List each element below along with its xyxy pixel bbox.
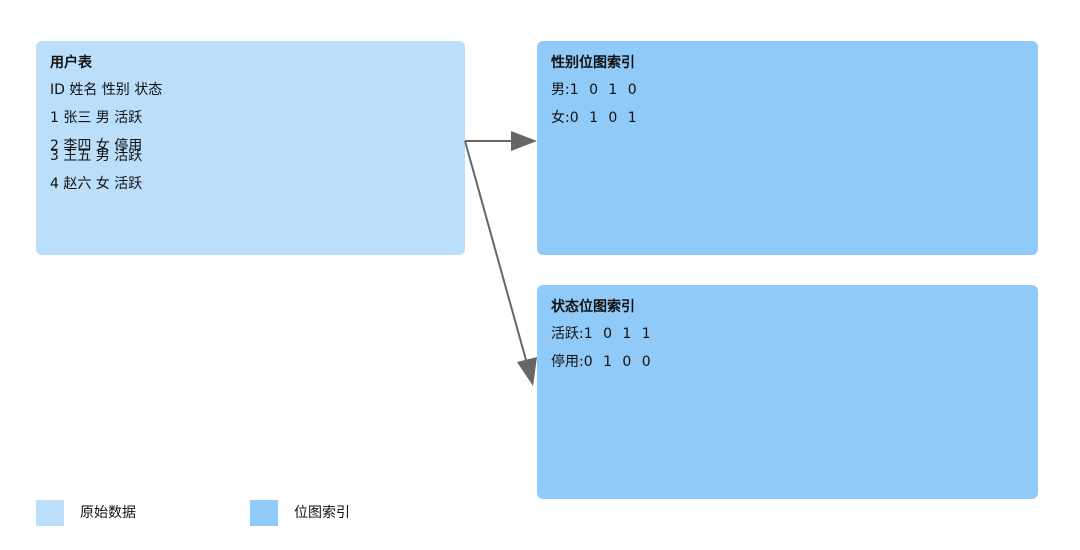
entry-label: 女: bbox=[551, 110, 570, 126]
arrowhead-to-status-index bbox=[517, 357, 537, 386]
entry-label: 停用: bbox=[551, 354, 584, 370]
entry-label: 男: bbox=[551, 82, 570, 98]
entry-bits: 0 1 0 1 bbox=[569, 110, 640, 126]
table-row: 4 赵六 女 活跃 bbox=[50, 176, 143, 192]
table-row: 2 李四 女 停用 bbox=[50, 138, 143, 154]
user-table-title: 用户表 bbox=[50, 55, 92, 71]
legend-item-raw-data: 原始数据 bbox=[36, 500, 136, 526]
legend-label: 位图索引 bbox=[294, 505, 350, 521]
table-row: 3 王五 男 活跃 bbox=[50, 148, 143, 164]
legend-item-bitmap-index: 位图索引 bbox=[250, 500, 350, 526]
status-index-entry-active: 活跃:1 0 1 1 bbox=[551, 325, 1024, 343]
gender-index-title: 性别位图索引 bbox=[551, 55, 635, 71]
arrowhead-to-gender-index bbox=[511, 131, 537, 151]
gender-index-entry-male: 男:1 0 1 0 bbox=[551, 81, 1024, 99]
gender-index-entry-female: 女:0 1 0 1 bbox=[551, 109, 1024, 127]
gender-bitmap-index-node: 性别位图索引 男:1 0 1 0 女:0 1 0 1 bbox=[537, 41, 1038, 255]
status-index-entry-disabled: 停用:0 1 0 0 bbox=[551, 353, 1024, 371]
entry-label: 活跃: bbox=[551, 326, 584, 342]
entry-bits: 1 0 1 0 bbox=[569, 82, 640, 98]
status-index-title: 状态位图索引 bbox=[551, 299, 635, 315]
legend-label: 原始数据 bbox=[80, 505, 136, 521]
entry-bits: 1 0 1 1 bbox=[583, 326, 654, 342]
status-bitmap-index-node: 状态位图索引 活跃:1 0 1 1 停用:0 1 0 0 bbox=[537, 285, 1038, 499]
entry-bits: 0 1 0 0 bbox=[583, 354, 654, 370]
user-table-node: 用户表 ID 姓名 性别 状态 1 张三 男 活跃 2 李四 女 停用 3 王五… bbox=[36, 41, 465, 255]
legend-swatch bbox=[250, 500, 278, 526]
table-row: 1 张三 男 活跃 bbox=[50, 110, 143, 126]
legend-swatch bbox=[36, 500, 64, 526]
arrow-to-status-index bbox=[464, 140, 527, 361]
user-table-header: ID 姓名 性别 状态 bbox=[50, 82, 163, 98]
